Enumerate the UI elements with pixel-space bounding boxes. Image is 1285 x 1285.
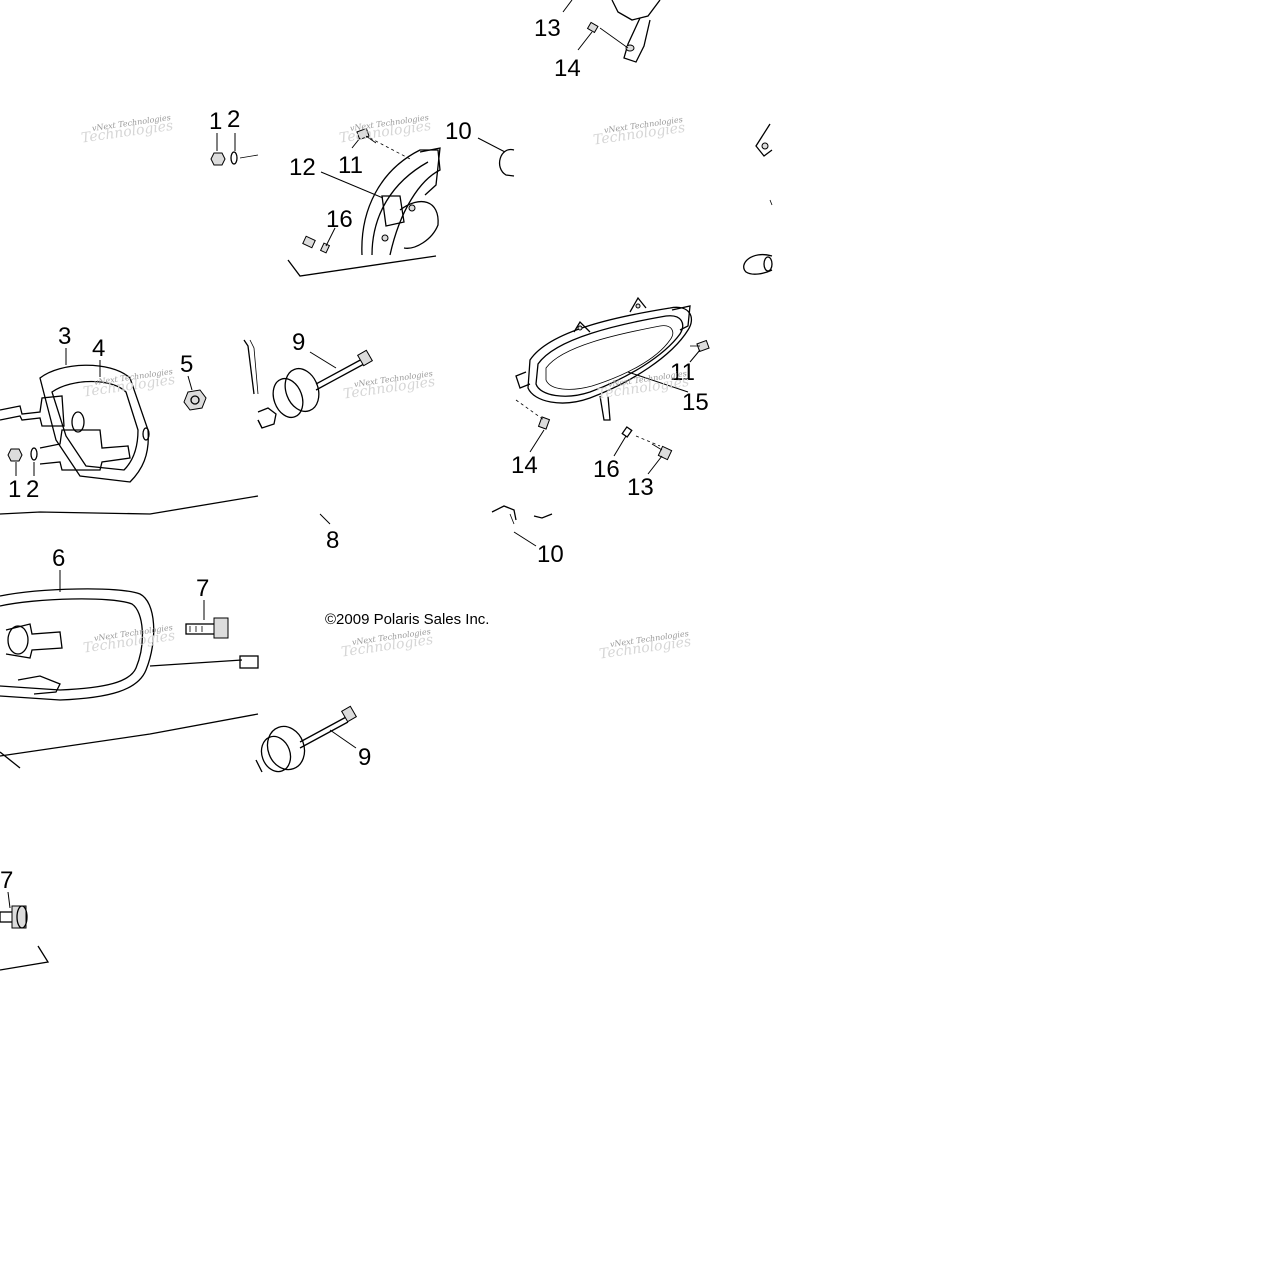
callout-3: 3 xyxy=(58,323,71,350)
callout-9-lower: 9 xyxy=(358,744,371,771)
screw-11-upper xyxy=(356,127,377,144)
mid-right-bezel-assembly: 11 15 14 16 13 xyxy=(511,296,710,501)
callout-7-low: 7 xyxy=(0,867,13,894)
watermark-2: Technologies vNext Technologies xyxy=(338,113,432,147)
bolt-7-mid xyxy=(185,617,229,639)
washer-1-mid xyxy=(7,448,23,462)
lower-bulb-socket-assembly: 9 xyxy=(255,705,371,773)
upper-headlight-housing: 12 11 10 16 xyxy=(287,118,515,277)
callout-11-right: 11 xyxy=(670,359,695,386)
callout-16-upper: 16 xyxy=(326,206,353,233)
watermark-8: Technologies vNext Technologies xyxy=(340,627,434,661)
upper-right-fragment xyxy=(743,123,773,275)
callout-13-top: 13 xyxy=(534,15,561,42)
mid-bulb-socket-assembly: 9 8 xyxy=(243,329,374,554)
callout-15: 15 xyxy=(682,389,709,416)
watermark-1: Technologies vNext Technologies xyxy=(80,113,174,147)
watermark-7: Technologies vNext Technologies xyxy=(82,623,176,657)
callout-10-lower: 10 xyxy=(537,541,564,568)
callout-11-upper: 11 xyxy=(338,152,363,179)
watermark-5: Technologies vNext Technologies xyxy=(342,369,436,403)
callout-14-right: 14 xyxy=(511,452,538,479)
callout-1-upper: 1 xyxy=(209,108,222,135)
screw-16-upper xyxy=(302,235,331,254)
callout-10-upper: 10 xyxy=(445,118,472,145)
watermark-9: Technologies vNext Technologies xyxy=(598,629,692,663)
bulb-10-lower-assembly: 10 xyxy=(491,505,564,568)
bulb-socket-9-upper xyxy=(272,349,374,419)
nut-5 xyxy=(183,389,207,411)
copyright-notice: ©2009 Polaris Sales Inc. xyxy=(325,611,489,628)
callout-8: 8 xyxy=(326,527,339,554)
callout-6: 6 xyxy=(52,545,65,572)
bulb-10-upper xyxy=(498,148,515,177)
top-bracket-assembly: 13 14 xyxy=(534,0,661,82)
washer-16-right xyxy=(621,426,633,438)
nut-14-top xyxy=(586,21,599,34)
nut-14-right xyxy=(537,416,551,430)
bottom-left-bolt-assembly: 7 xyxy=(0,867,50,971)
callout-13-right: 13 xyxy=(627,474,654,501)
callout-7-mid: 7 xyxy=(196,575,209,602)
lower-left-headlight-assembly: 6 7 xyxy=(0,545,259,769)
callout-1-mid: 1 xyxy=(8,476,21,503)
callout-12-upper: 12 xyxy=(289,154,316,181)
screw-13-right xyxy=(651,443,673,461)
callout-5: 5 xyxy=(180,351,193,378)
watermark-4: Technologies vNext Technologies xyxy=(82,367,176,401)
watermark-3: Technologies vNext Technologies xyxy=(592,115,686,149)
callout-4: 4 xyxy=(92,335,105,362)
mid-left-headlight-assembly: 3 4 5 1 2 xyxy=(0,323,259,515)
screw-11-right xyxy=(690,339,710,353)
washer-2-mid xyxy=(30,447,38,461)
callout-2-upper: 2 xyxy=(227,106,240,133)
watermarks: Technologies vNext Technologies Technolo… xyxy=(80,113,692,663)
callout-16-right: 16 xyxy=(593,456,620,483)
upper-washers-assembly: 1 2 xyxy=(209,106,259,166)
callout-9-upper: 9 xyxy=(292,329,305,356)
watermark-6: Technologies vNext Technologies xyxy=(596,369,690,403)
callout-14-top: 14 xyxy=(554,55,581,82)
callout-2-mid: 2 xyxy=(26,476,39,503)
